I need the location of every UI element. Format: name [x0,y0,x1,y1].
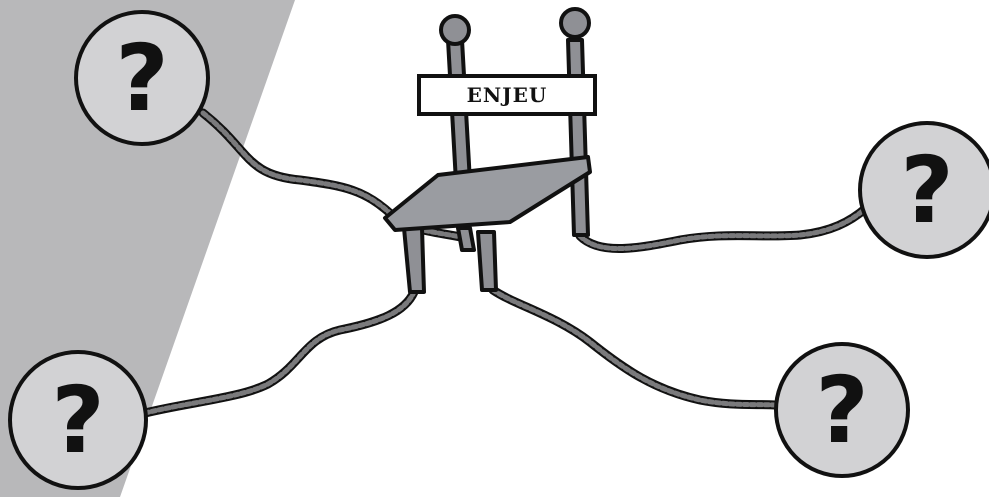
rope-right [580,208,866,249]
rope-bottom-right [493,290,775,405]
stake-sign: ENJEU [419,76,595,114]
question-circle-top-left: ? [76,12,208,144]
chair-back-post-right [568,40,588,235]
chair-knob-right [561,9,589,37]
chair-knob-left [441,16,469,44]
question-mark-icon: ? [51,367,104,474]
question-circle-bottom-left: ? [10,352,146,488]
chair-leg-front-right [478,232,496,290]
question-circle-bottom-right: ? [776,344,908,476]
question-mark-icon: ? [900,137,953,244]
ropes [145,113,866,413]
chair [385,9,590,292]
sign-label: ENJEU [467,83,548,107]
chair-leg-front-left [404,228,424,292]
chair-leg-back [458,228,474,250]
question-circle-right: ? [860,123,989,257]
question-mark-icon: ? [115,25,168,132]
question-mark-icon: ? [815,357,868,464]
chair-seat [385,157,590,230]
